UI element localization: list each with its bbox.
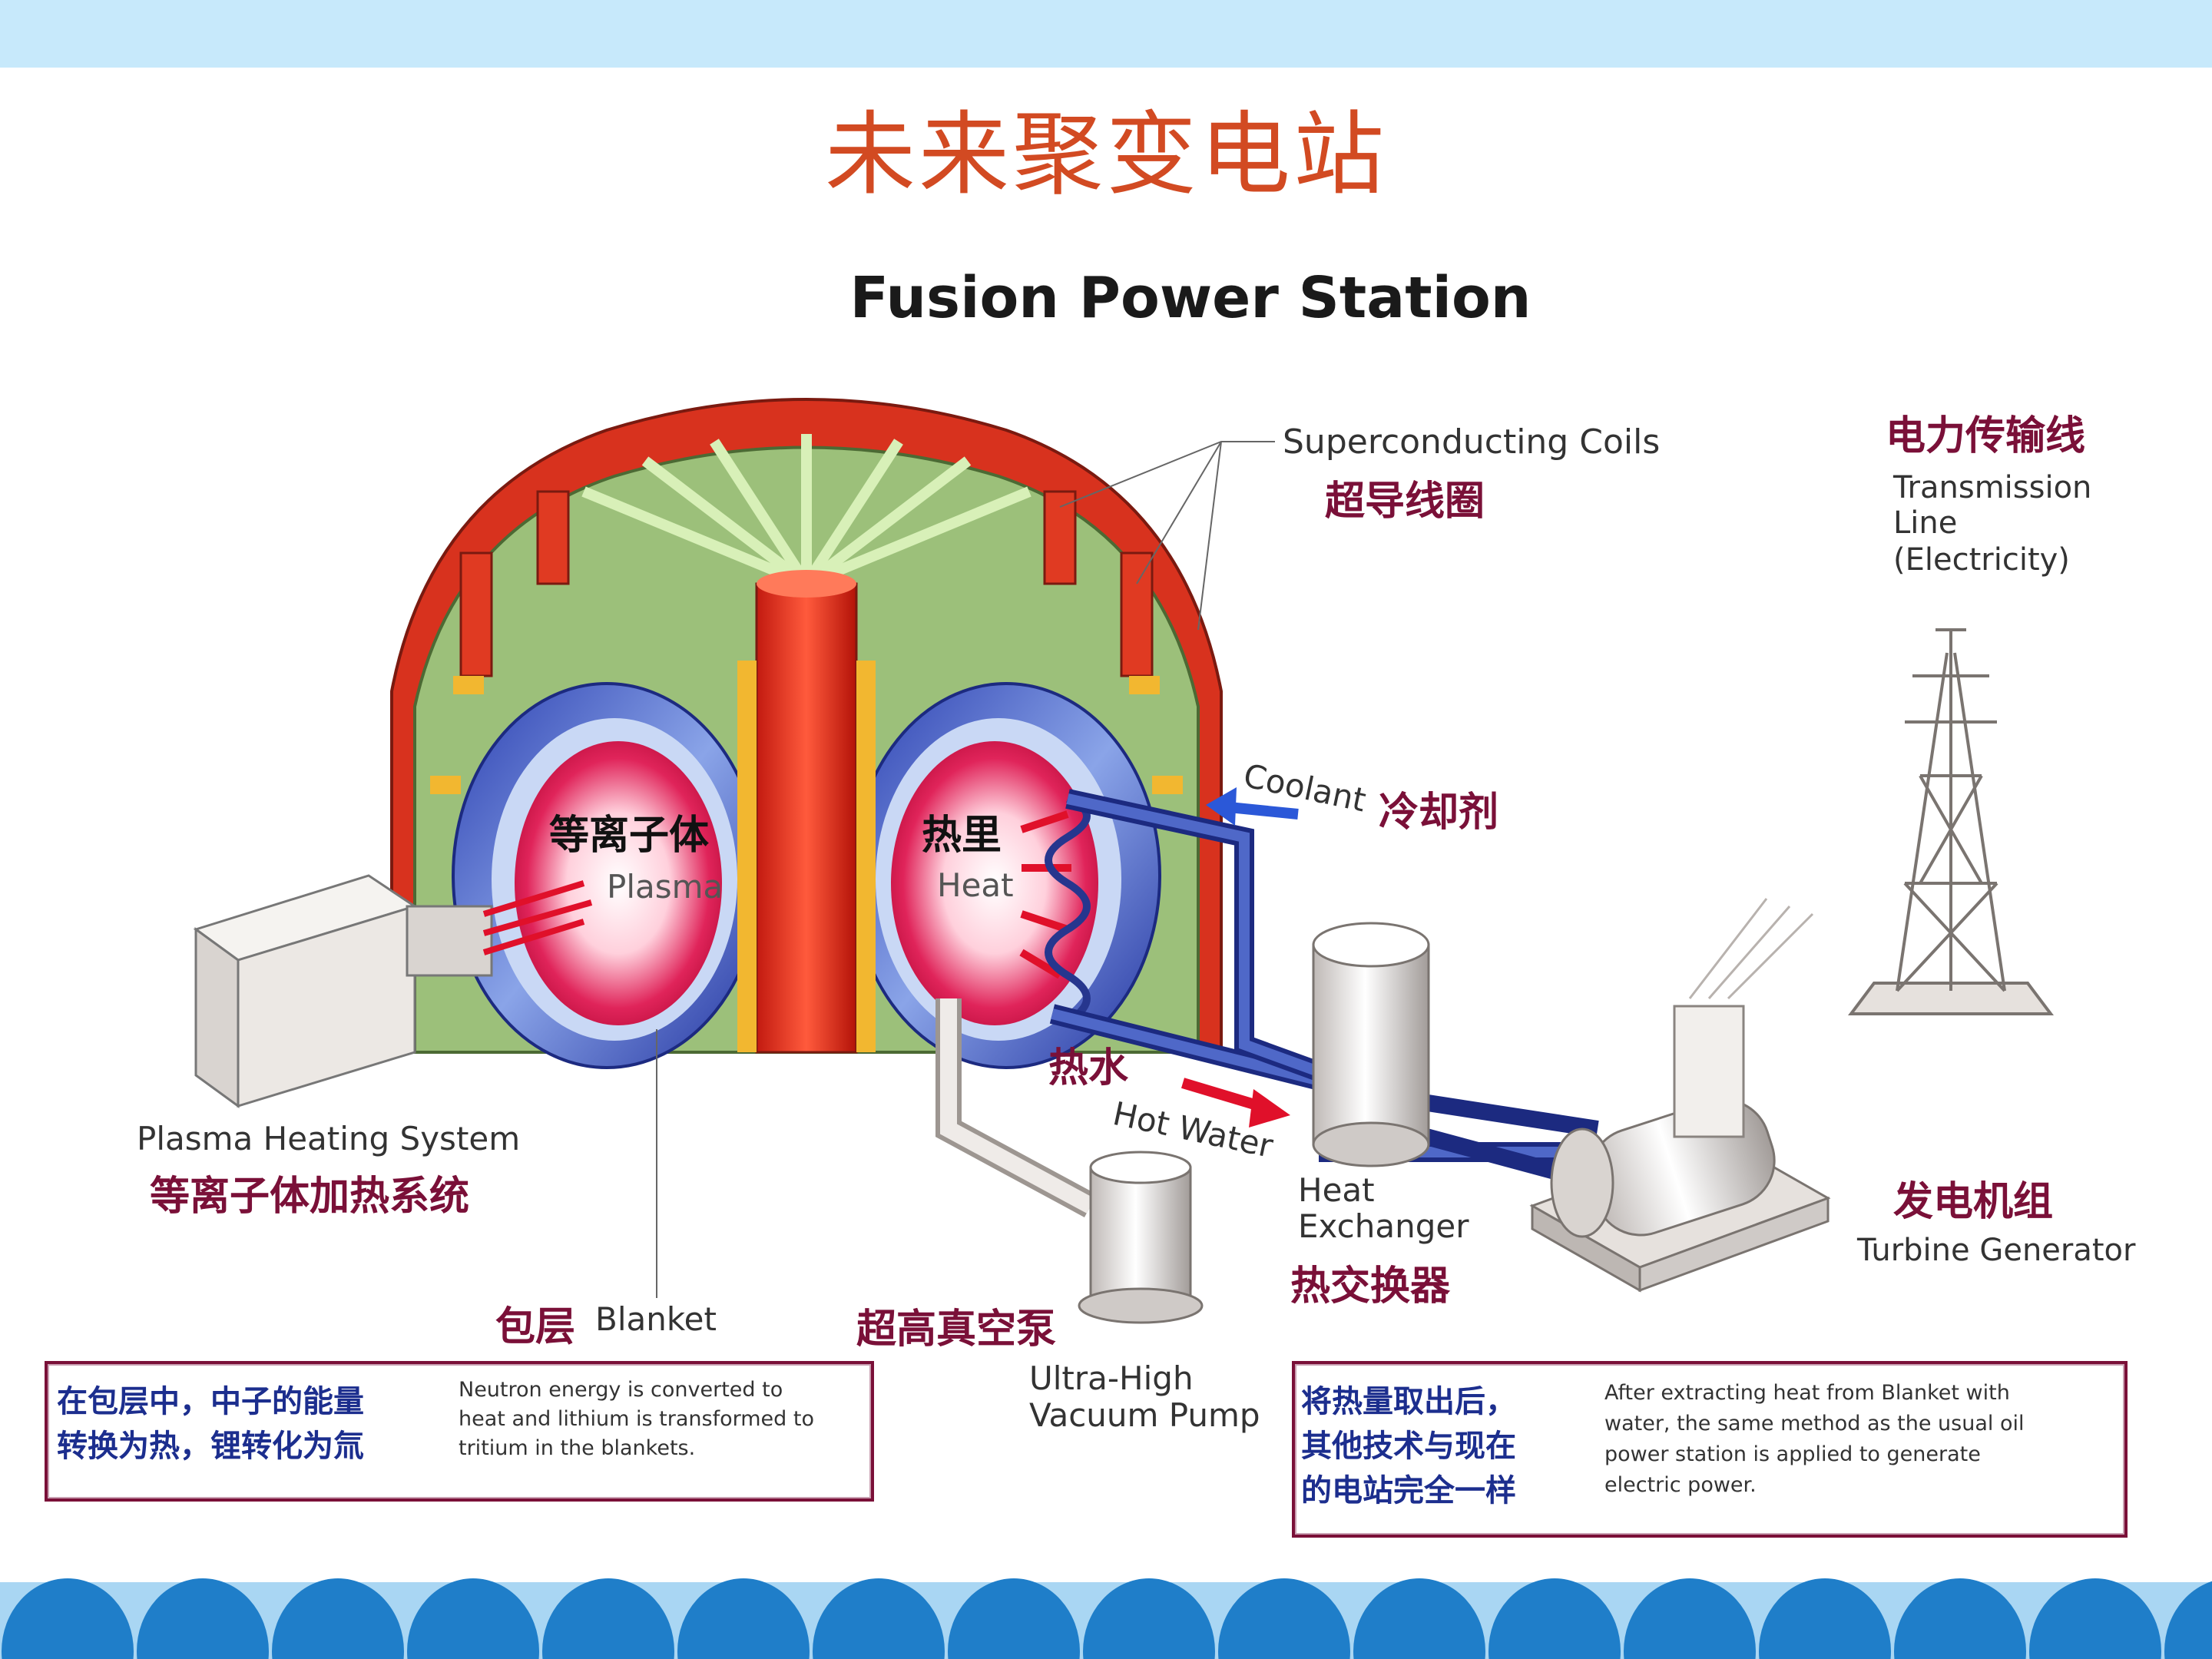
- info-right-cn-2: 其他技术与现在: [1301, 1429, 1516, 1464]
- info-right-en-2: water, the same method as the usual oil: [1604, 1412, 2025, 1435]
- wave-scallop: [1759, 1578, 1891, 1659]
- info-left-en-3: tritium in the blankets.: [459, 1436, 696, 1460]
- wave-scallop: [1488, 1578, 1621, 1659]
- label-coils-en: Superconducting Coils: [1283, 422, 1661, 462]
- wave-scallop: [1218, 1578, 1350, 1659]
- info-box-left: 在包层中，中子的能量 转换为热，锂转化为氚 Neutron energy is …: [45, 1361, 874, 1502]
- label-pump-en-1: Ultra-High: [1029, 1359, 1194, 1397]
- label-blanket-cn: 包层: [495, 1304, 576, 1350]
- title-chinese: 未来聚变电站: [824, 101, 1387, 207]
- label-heating-cn: 等离子体加热系统: [150, 1174, 470, 1220]
- info-left-en-2: heat and lithium is transformed to: [459, 1407, 814, 1431]
- wave-scallop: [813, 1578, 945, 1659]
- label-coolant-cn: 冷却剂: [1379, 790, 1499, 836]
- title-english: Fusion Power Station: [849, 265, 1532, 331]
- info-left-cn-2: 转换为热，锂转化为氚: [57, 1429, 364, 1464]
- info-left-en-1: Neutron energy is converted to: [459, 1378, 783, 1402]
- label-coils-cn: 超导线圈: [1325, 478, 1485, 525]
- turbine-generator: [1529, 898, 1831, 1293]
- info-right-en-3: power station is applied to generate: [1604, 1442, 1981, 1466]
- label-blanket-en: Blanket: [595, 1300, 717, 1338]
- tokamak: [390, 398, 1223, 1069]
- wave-scallop: [1624, 1578, 1756, 1659]
- info-right-en-1: After extracting heat from Blanket with: [1604, 1381, 2010, 1405]
- label-exchanger-en-2: Exchanger: [1298, 1207, 1469, 1245]
- wave-scallop: [2, 1578, 134, 1659]
- label-transmission-en-1: Transmission: [1893, 470, 2092, 505]
- label-exchanger-en-1: Heat: [1298, 1171, 1375, 1209]
- wave-scallop: [272, 1578, 404, 1659]
- label-heat-en: Heat: [937, 866, 1014, 904]
- label-transmission-en-2: Line: [1893, 505, 1958, 541]
- label-generator-en: Turbine Generator: [1857, 1233, 2136, 1268]
- label-transmission-cn: 电力传输线: [1886, 413, 2086, 459]
- info-right-cn-1: 将热量取出后，: [1301, 1384, 1516, 1419]
- wave-scallop: [677, 1578, 810, 1659]
- bottom-wave-band: [0, 1578, 2212, 1659]
- heat-exchanger: [1312, 922, 1430, 1167]
- label-heating-en: Plasma Heating System: [137, 1120, 521, 1157]
- label-exchanger-cn: 热交换器: [1290, 1263, 1451, 1310]
- label-plasma-en: Plasma: [607, 868, 724, 906]
- label-pump-cn: 超高真空泵: [856, 1306, 1057, 1353]
- info-right-en-4: electric power.: [1604, 1473, 1757, 1497]
- label-hotwater-cn: 热水: [1048, 1045, 1129, 1091]
- label-transmission-en-3: (Electricity): [1893, 542, 2070, 578]
- info-right-cn-3: 的电站完全一样: [1301, 1473, 1516, 1508]
- wave-scallop: [948, 1578, 1080, 1659]
- wave-scallop: [542, 1578, 674, 1659]
- vacuum-pump: [935, 998, 1204, 1324]
- top-band: [0, 0, 2212, 68]
- wave-scallop: [1894, 1578, 2026, 1659]
- wave-scallop: [137, 1578, 269, 1659]
- transmission-tower: [1848, 628, 2054, 1015]
- info-left-cn-1: 在包层中，中子的能量: [57, 1384, 364, 1419]
- wave-scallop: [1353, 1578, 1485, 1659]
- wave-scallop: [2164, 1581, 2212, 1659]
- wave-scallop: [407, 1578, 539, 1659]
- label-heat-cn: 热里: [922, 813, 1002, 859]
- label-pump-en-2: Vacuum Pump: [1029, 1396, 1260, 1434]
- plasma-heating-box: [193, 874, 593, 1108]
- label-plasma-cn: 等离子体: [549, 813, 710, 859]
- wave-scallop: [2029, 1578, 2161, 1659]
- wave-scallop: [1083, 1578, 1215, 1659]
- label-generator-cn: 发电机组: [1893, 1179, 2054, 1225]
- info-box-right: 将热量取出后， 其他技术与现在 的电站完全一样 After extracting…: [1292, 1361, 2128, 1538]
